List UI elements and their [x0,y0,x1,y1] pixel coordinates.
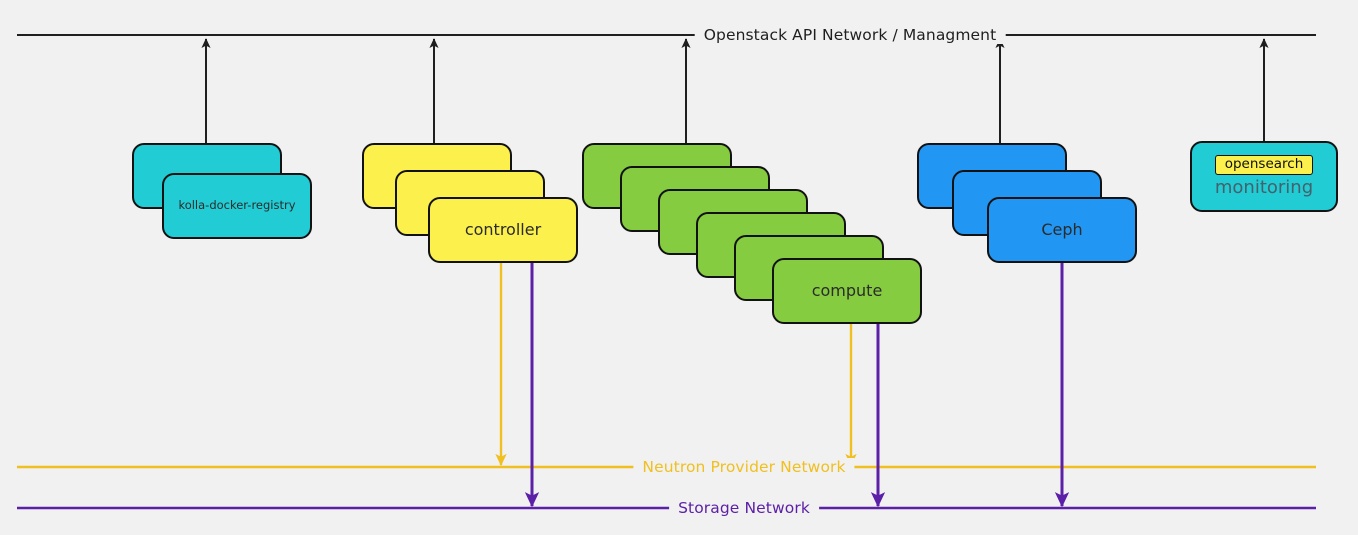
node-card-controller-3[interactable]: controller [428,197,578,263]
monitoring-label: monitoring [1214,177,1314,199]
node-card-kolla-docker-registry-2[interactable]: kolla-docker-registry [162,173,312,239]
network-label-neutron: Neutron Provider Network [633,458,855,476]
network-label-storage: Storage Network [669,499,819,517]
node-card-ceph-3[interactable]: Ceph [987,197,1137,263]
node-label-ceph: Ceph [1041,220,1083,239]
network-label-api: Openstack API Network / Managment [694,26,1006,44]
node-label-compute: compute [811,281,883,300]
network-lines-group [17,33,1316,510]
connector-lines-group [201,38,1269,508]
opensearch-badge[interactable]: opensearch [1214,154,1314,176]
node-card-compute-6[interactable]: compute [772,258,922,324]
node-label-kolla-docker-registry: kolla-docker-registry [178,198,296,213]
node-label-controller: controller [464,220,542,239]
